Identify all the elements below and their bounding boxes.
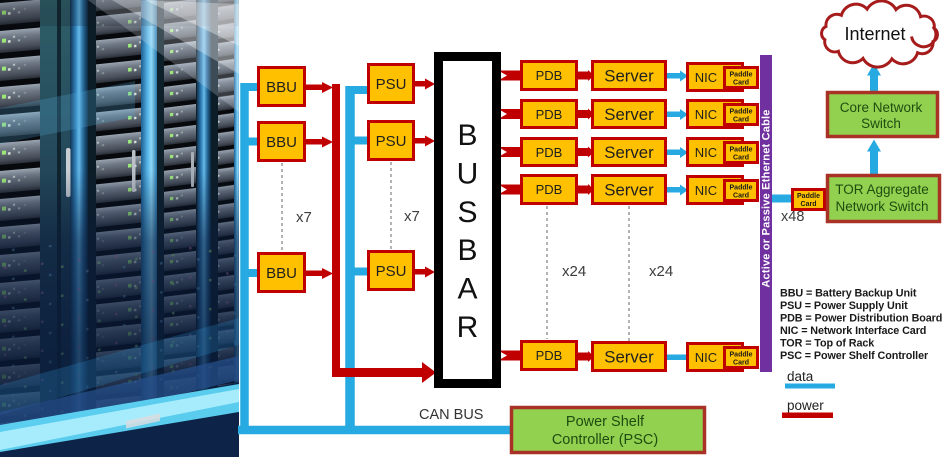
svg-text:Switch: Switch [861,116,901,131]
svg-text:NIC: NIC [695,183,717,198]
svg-text:PDB = Power Distribution Board: PDB = Power Distribution Board [780,313,942,325]
svg-text:NIC: NIC [695,350,717,365]
svg-text:PSU: PSU [376,263,407,280]
svg-text:Active or Passive Ethernet Cab: Active or Passive Ethernet Cable [761,109,773,287]
svg-text:Card: Card [801,201,817,208]
svg-text:A: A [457,273,477,306]
svg-text:x24: x24 [562,263,586,280]
svg-text:NIC = Network Interface Card: NIC = Network Interface Card [780,325,926,337]
svg-text:BBU = Battery Backup Unit: BBU = Battery Backup Unit [780,288,917,300]
svg-text:PDB: PDB [536,107,563,122]
svg-text:Paddle: Paddle [730,109,753,116]
svg-text:PDB: PDB [536,182,563,197]
svg-text:Power Shelf: Power Shelf [566,414,645,430]
svg-text:Server: Server [604,67,654,86]
svg-text:PSU: PSU [376,133,407,150]
svg-text:x7: x7 [296,209,312,226]
svg-text:B: B [457,119,477,152]
svg-text:Card: Card [733,80,749,87]
svg-text:Network Switch: Network Switch [835,199,928,214]
svg-text:Paddle: Paddle [730,147,753,154]
svg-text:PSC = Power Shelf Controller: PSC = Power Shelf Controller [780,350,929,362]
svg-text:TOR Aggregate: TOR Aggregate [835,182,929,197]
svg-text:x7: x7 [404,208,420,225]
svg-text:NIC: NIC [695,145,717,160]
svg-text:Paddle: Paddle [730,352,753,359]
svg-text:x48: x48 [781,209,804,225]
svg-text:Server: Server [604,105,654,124]
svg-text:BBU: BBU [266,134,297,151]
svg-text:PDB: PDB [536,145,563,160]
svg-text:Controller (PSC): Controller (PSC) [552,432,658,448]
svg-text:S: S [457,196,477,229]
svg-text:U: U [457,157,479,190]
svg-text:x24: x24 [649,263,673,280]
svg-text:PDB: PDB [536,68,563,83]
svg-text:BBU: BBU [266,265,297,282]
svg-text:Paddle: Paddle [730,72,753,79]
svg-text:Card: Card [733,360,749,367]
svg-text:PSU = Power Supply Unit: PSU = Power Supply Unit [780,300,908,312]
svg-text:Server: Server [604,348,654,367]
svg-text:R: R [457,311,479,344]
svg-text:Card: Card [733,117,749,124]
svg-text:Paddle: Paddle [797,193,820,200]
svg-text:Server: Server [604,143,654,162]
svg-text:CAN BUS: CAN BUS [419,407,483,423]
svg-text:B: B [457,234,477,267]
svg-text:power: power [787,398,824,413]
svg-text:BBU: BBU [266,79,297,96]
svg-text:Core Network: Core Network [840,100,923,115]
svg-text:NIC: NIC [695,107,717,122]
svg-text:Card: Card [733,193,749,200]
svg-text:PDB: PDB [536,348,563,363]
svg-text:NIC: NIC [695,70,717,85]
svg-text:Internet: Internet [844,24,905,44]
svg-text:data: data [787,369,814,384]
svg-text:Server: Server [604,181,654,200]
svg-text:Paddle: Paddle [730,185,753,192]
svg-text:Card: Card [733,155,749,162]
svg-text:PSU: PSU [376,76,407,93]
svg-text:TOR = Top of Rack: TOR = Top of Rack [780,338,875,350]
